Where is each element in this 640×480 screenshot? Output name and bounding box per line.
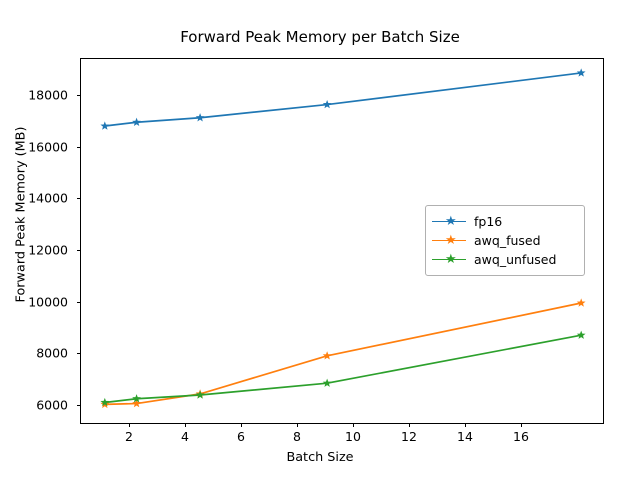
legend-label: awq_unfused — [474, 252, 557, 267]
x-tick-label: 10 — [345, 429, 361, 444]
legend: ★ fp16 ★ awq_fused ★ awq_unfused — [425, 205, 585, 276]
plot-area — [80, 58, 604, 424]
legend-label: awq_fused — [474, 233, 541, 248]
data-point-marker — [576, 68, 586, 77]
series-line-fp16 — [104, 72, 582, 127]
legend-swatch-fp16: ★ — [432, 215, 466, 228]
y-tick-label: 8000 — [36, 345, 68, 361]
data-point-marker — [132, 394, 141, 403]
x-tick-label: 8 — [293, 429, 301, 444]
legend-swatch-awq-unfused: ★ — [432, 253, 466, 266]
y-tick-mark — [76, 353, 80, 355]
data-point-marker — [576, 298, 586, 307]
data-point-marker — [100, 397, 110, 407]
data-point-marker — [195, 113, 205, 122]
x-tick-mark — [129, 423, 131, 427]
legend-item-fp16[interactable]: ★ fp16 — [432, 212, 576, 231]
y-tick-mark — [76, 405, 80, 407]
y-tick-mark — [76, 250, 80, 252]
y-tick-label: 12000 — [28, 242, 68, 258]
data-point-marker — [576, 330, 586, 339]
y-tick-mark — [76, 147, 80, 149]
y-tick-label: 18000 — [28, 87, 68, 103]
data-point-marker — [100, 121, 110, 130]
legend-label: fp16 — [474, 214, 503, 229]
x-tick-label: 2 — [125, 429, 133, 444]
x-tick-label: 4 — [181, 429, 189, 444]
x-tick-label: 12 — [401, 429, 417, 444]
x-tick-mark — [185, 423, 187, 427]
series-line-awq_unfused — [104, 334, 582, 404]
series-canvas — [100, 68, 586, 409]
y-tick-label: 14000 — [28, 190, 68, 206]
data-point-marker — [322, 378, 332, 387]
y-tick-label: 10000 — [28, 294, 68, 310]
data-point-marker — [322, 99, 332, 109]
series-line-awq_fused — [104, 302, 582, 406]
data-point-marker — [132, 117, 141, 126]
y-tick-mark — [76, 198, 80, 200]
x-tick-label: 14 — [457, 429, 473, 444]
data-point-marker — [322, 351, 332, 360]
y-tick-mark — [76, 95, 80, 97]
y-tick-label: 6000 — [36, 397, 68, 413]
x-tick-label: 6 — [237, 429, 245, 444]
x-tick-mark — [465, 423, 467, 427]
y-tick-label: 16000 — [28, 139, 68, 155]
y-tick-mark — [76, 302, 80, 304]
x-tick-mark — [409, 423, 411, 427]
x-tick-mark — [353, 423, 355, 427]
chart-title: Forward Peak Memory per Batch Size — [180, 28, 460, 46]
x-tick-mark — [521, 423, 523, 427]
data-point-marker — [195, 390, 205, 399]
data-point-marker — [132, 398, 141, 408]
x-tick-mark — [241, 423, 243, 427]
legend-item-awq-fused[interactable]: ★ awq_fused — [432, 231, 576, 250]
legend-swatch-awq-fused: ★ — [432, 234, 466, 247]
legend-item-awq-unfused[interactable]: ★ awq_unfused — [432, 250, 576, 269]
x-tick-label: 16 — [513, 429, 529, 444]
x-axis-label: Batch Size — [286, 450, 354, 465]
x-tick-mark — [297, 423, 299, 427]
